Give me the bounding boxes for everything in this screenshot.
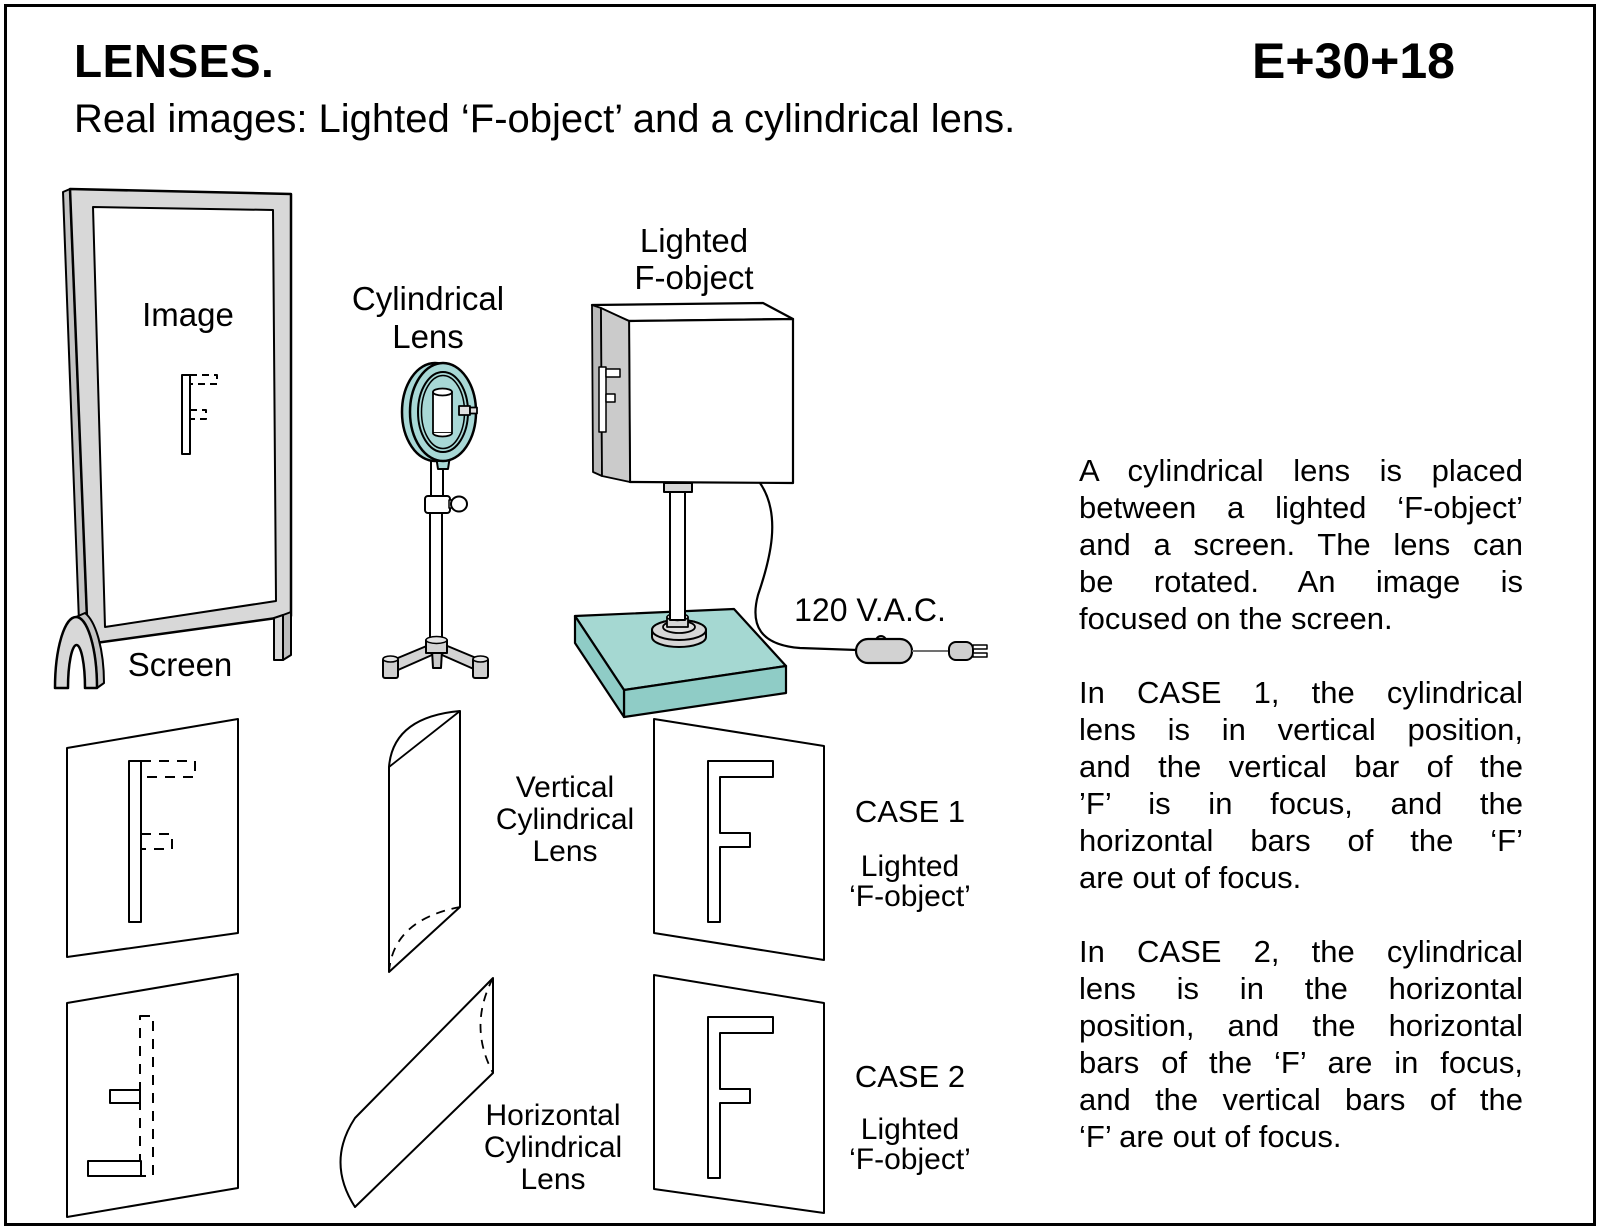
text-line: lens is in vertical position, — [1079, 712, 1523, 747]
stand-clamp-knob — [450, 495, 468, 513]
text-line: A cylindrical lens is placed — [1079, 453, 1523, 488]
screen-label: Screen — [127, 646, 233, 683]
f-cutout-vertical-bar — [598, 366, 607, 433]
tripod-foot-right-top — [472, 655, 489, 663]
case2-title: CASE 2 — [854, 1059, 966, 1094]
page-subtitle: Real images: Lighted ‘F-object’ and a cy… — [74, 97, 1016, 141]
text-line: position, and the horizontal — [1079, 1008, 1523, 1043]
f-cutout-middle-bar — [605, 393, 616, 403]
text-line: focused on the screen. — [1079, 601, 1393, 636]
mounted-lens-top — [432, 387, 453, 397]
text-line: bars of the ‘F’ are in focus, — [1079, 1045, 1523, 1080]
result2-f-middle-bar-sharp — [109, 1089, 141, 1104]
text-line: ‘F’ are out of focus. — [1079, 1119, 1342, 1154]
horizontal-lens-hidden-arc — [479, 977, 494, 1074]
cylindrical-lens-label: Cylindrical Lens — [351, 280, 505, 355]
horizontal-lens-body — [339, 977, 494, 1208]
f-cutout-top-bar — [605, 368, 621, 378]
box-bottom-collar — [663, 482, 693, 493]
mounted-lens-bottom-arc — [432, 432, 453, 438]
result2-f-bottom-bar-sharp — [87, 1160, 142, 1177]
page-title: LENSES. — [74, 35, 275, 87]
tripod-hub-top — [425, 635, 448, 645]
mounted-cylindrical-lens — [432, 391, 453, 434]
lighted-f-object-apparatus-drawing — [573, 301, 988, 719]
case1-f-outline — [707, 760, 774, 923]
inline-switch — [854, 637, 914, 665]
screen-apparatus-drawing — [53, 187, 293, 690]
text-line: are out of focus. — [1079, 860, 1302, 895]
case2-subtitle: Lighted ‘F-object’ — [849, 1113, 971, 1176]
lamp-base-left — [573, 614, 626, 719]
screen-leg-right — [273, 614, 284, 661]
vertical-lens-top-chord — [388, 710, 461, 768]
lamp-pole — [669, 491, 686, 621]
horizontal-lens-label: Horizontal Cylindrical Lens — [483, 1099, 623, 1196]
description-paragraph-1: A cylindrical lens is placed between a l… — [1079, 452, 1523, 637]
case1-subtitle: Lighted ‘F-object’ — [849, 850, 971, 913]
result1-f-top-bar-blurred — [140, 760, 196, 778]
cylindrical-lens-apparatus-drawing — [382, 361, 489, 679]
text-line: between a lighted ‘F-object’ — [1079, 490, 1523, 525]
stand-clamp-collar — [424, 495, 451, 514]
text-line: In CASE 2, the cylindrical — [1079, 934, 1523, 969]
lens-clamp-screw — [458, 405, 471, 416]
vertical-cylindrical-lens-drawing — [388, 710, 461, 973]
stand-lower-rod — [429, 510, 443, 646]
screen-arch-foot — [53, 615, 99, 690]
text-line: be rotated. An image is — [1079, 564, 1523, 599]
result-screen-1 — [66, 718, 239, 958]
vertical-lens-label: Vertical Cylindrical Lens — [495, 771, 635, 868]
case2-f-outline — [707, 1016, 774, 1179]
tripod-foot-left-top — [382, 655, 399, 663]
case1-title: CASE 1 — [854, 794, 966, 829]
plug-prong-top — [972, 644, 988, 650]
power-cord — [754, 482, 858, 652]
text-line: horizontal bars of the ‘F’ — [1079, 823, 1523, 858]
description-text: A cylindrical lens is placed between a l… — [1079, 452, 1523, 1192]
case1-result-screen-drawing — [66, 718, 239, 958]
lens-clamp-screw-head — [469, 406, 478, 415]
result1-f-middle-bar-blurred — [140, 833, 173, 850]
vertical-lens-body — [388, 710, 461, 973]
image-f-top-bar-blurred — [189, 374, 218, 385]
description-paragraph-3: In CASE 2, the cylindrical lens is in th… — [1079, 933, 1523, 1155]
image-f-vertical-bar — [181, 374, 191, 455]
description-paragraph-2: In CASE 1, the cylindrical lens is in ve… — [1079, 674, 1523, 896]
result2-f-vertical-bar-blurred — [139, 1015, 154, 1177]
horizontal-cylindrical-lens-drawing — [339, 977, 494, 1208]
screen-leg-right-side — [282, 611, 292, 661]
text-line: ’F’ is in focus, and the — [1079, 786, 1523, 821]
voltage-label: 120 V.A.C. — [794, 592, 946, 628]
lighted-f-object-label: Lighted F-object — [634, 222, 754, 296]
text-line: and a screen. The lens can — [1079, 527, 1523, 562]
case2-result-screen-drawing — [66, 973, 239, 1218]
text-line: lens is in the horizontal — [1079, 971, 1523, 1006]
text-line: and the vertical bar of the — [1079, 749, 1523, 784]
plug-body — [948, 641, 974, 661]
box-front-face — [627, 317, 795, 485]
catalog-code: E+30+18 — [1252, 33, 1455, 89]
result1-f-vertical-bar-sharp — [128, 760, 142, 923]
case2-f-object-drawing — [653, 974, 825, 1214]
plug-prong-bottom — [972, 652, 988, 658]
case1-f-object-drawing — [653, 718, 825, 961]
text-line: In CASE 1, the cylindrical — [1079, 675, 1523, 710]
image-label: Image — [142, 296, 234, 333]
text-line: and the vertical bars of the — [1079, 1082, 1523, 1117]
